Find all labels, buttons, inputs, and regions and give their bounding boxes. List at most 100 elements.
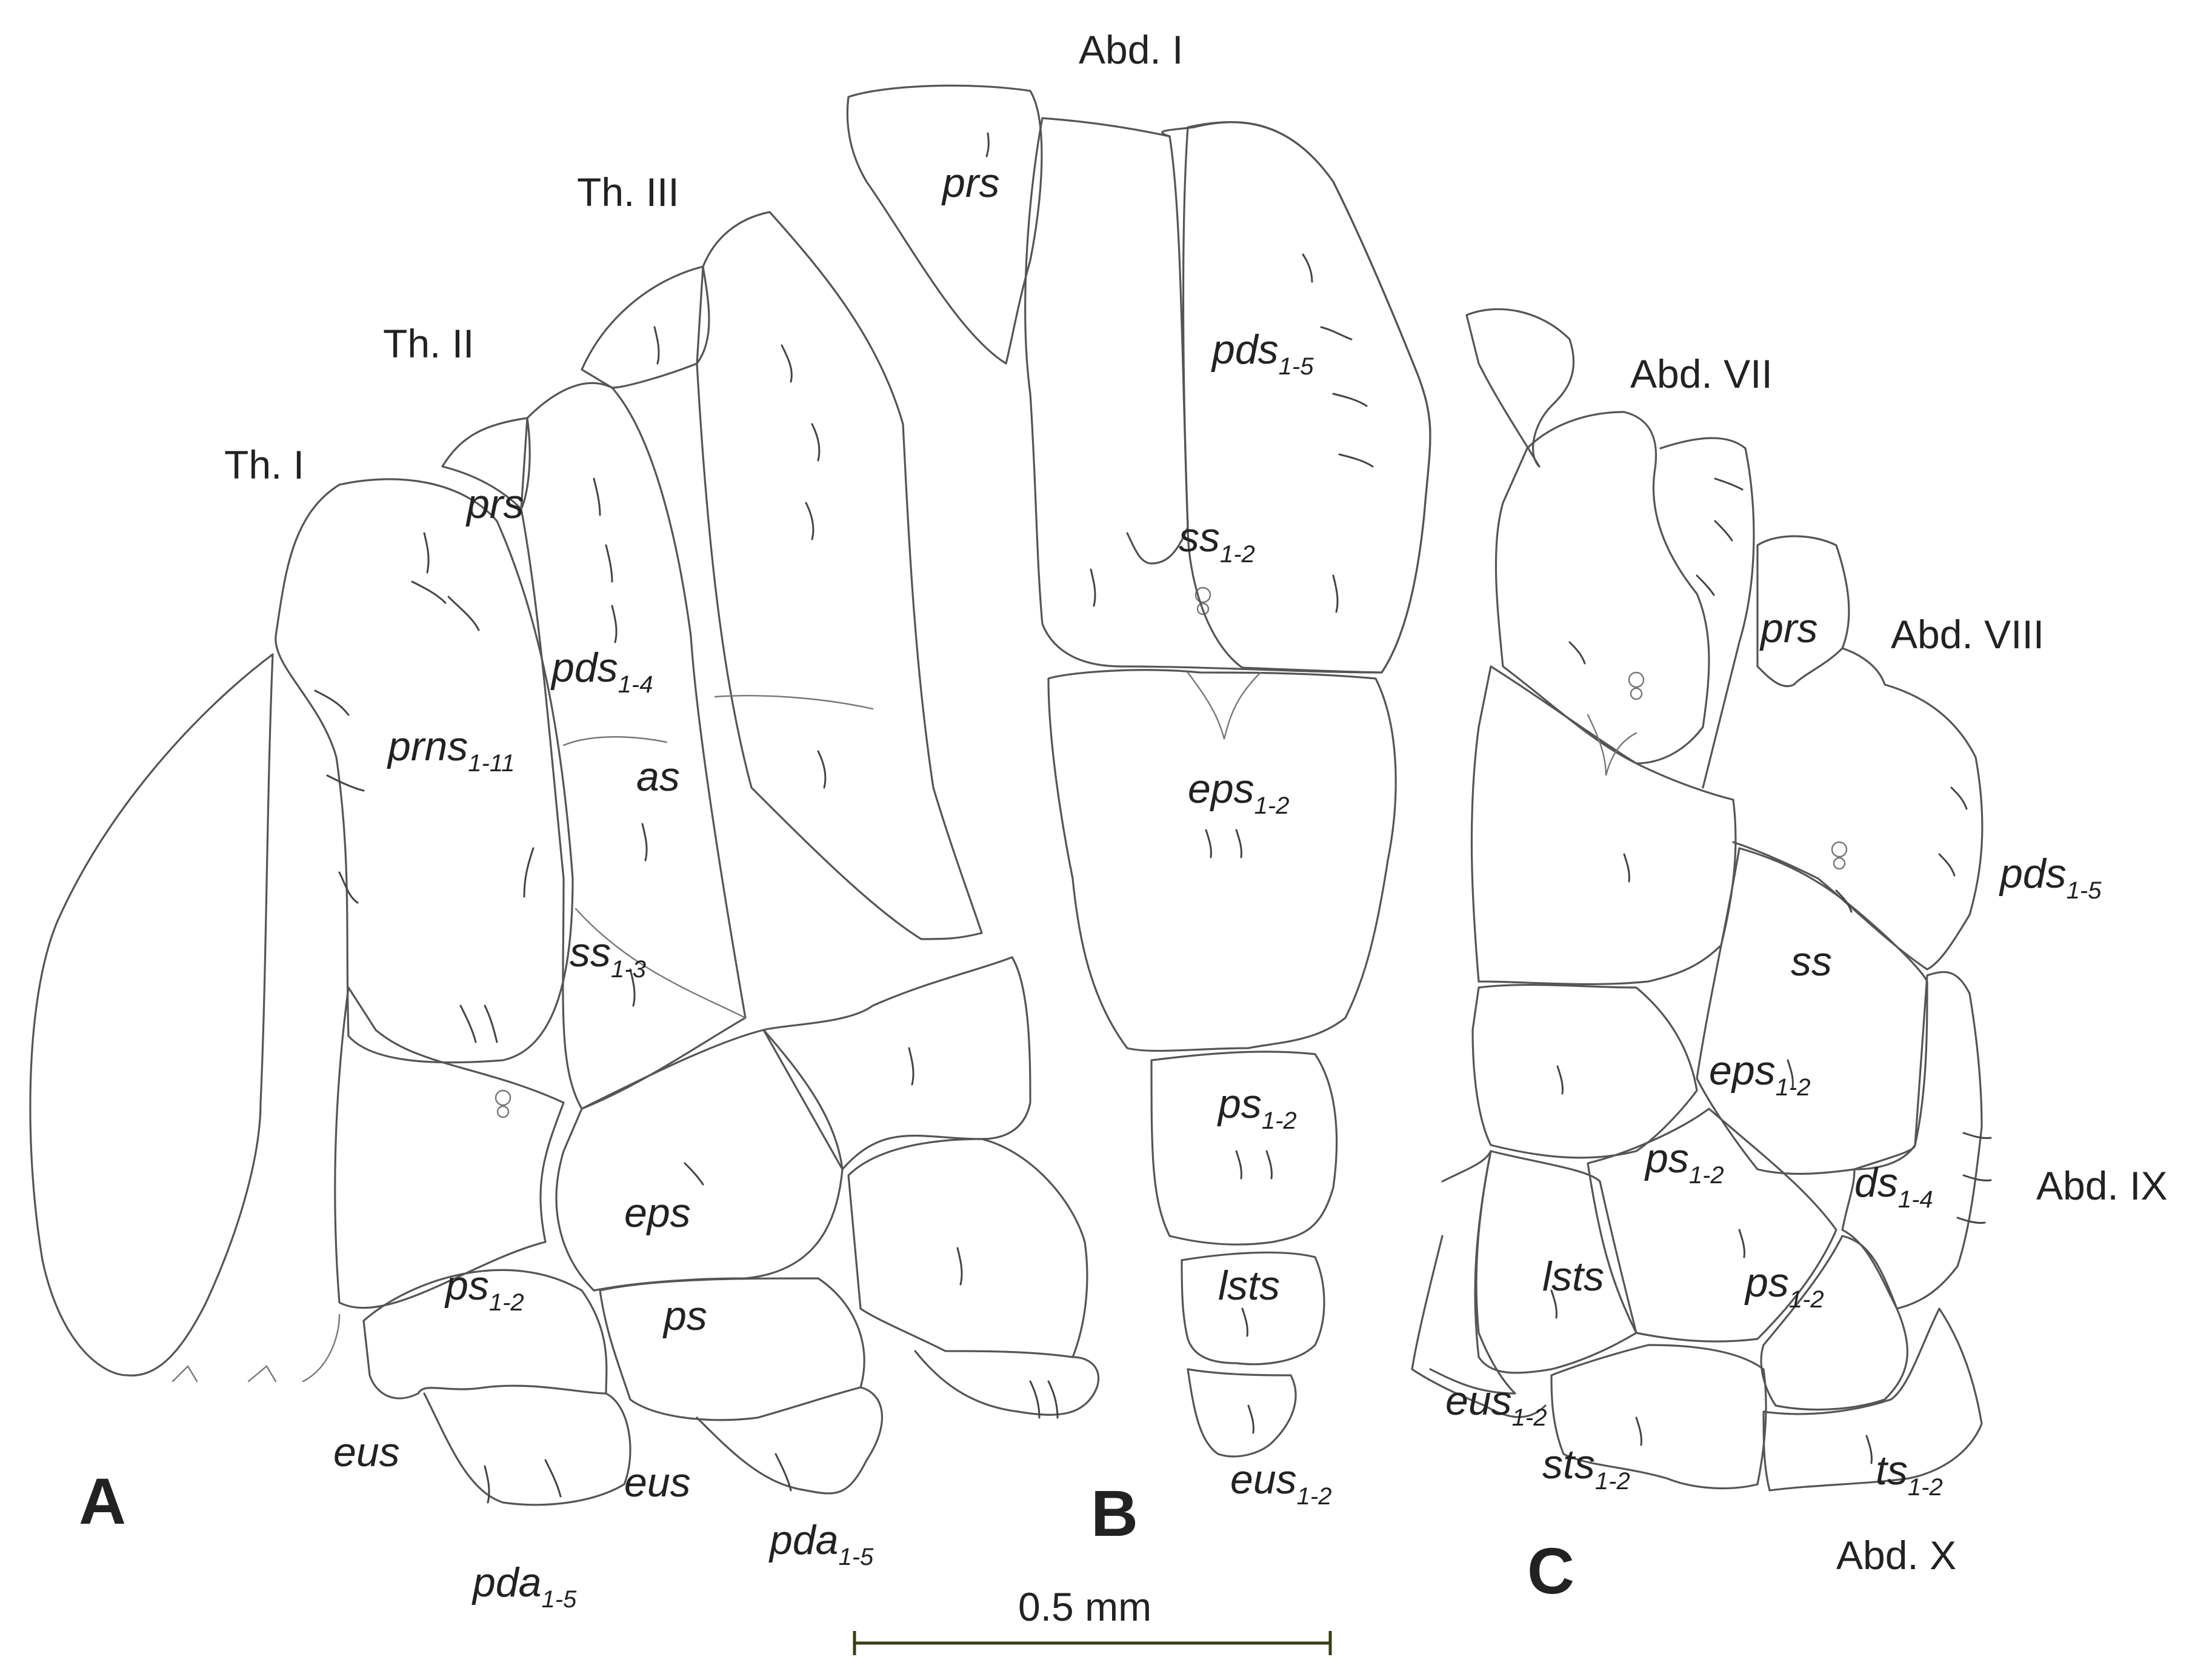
spiracle-c7-ring [1628,671,1645,688]
panel-b-outlines [846,84,1431,1458]
outline-c-tergite-vii [1470,665,1737,986]
seta-b-2 [1302,253,1313,283]
label-b-lsts: lsts [1218,1263,1280,1309]
seta-b-12 [1241,1307,1248,1337]
label-a-eps: eps [624,1190,691,1236]
outline-c-pds-vii [1659,437,1755,789]
panel-a-setae [314,326,1059,1504]
outline-c-sts [1550,1344,1767,1490]
seta-a-9 [484,1005,498,1043]
seta-c-15 [1550,1289,1557,1319]
seta-a-25 [775,1453,792,1492]
outline-th2-suture-2 [575,908,747,1019]
outline-th2-leg-base [696,1386,883,1495]
outline-th3-leg-base [914,1350,1100,1416]
seta-c-12 [1956,1217,1986,1224]
panel-a-outlines [29,211,1100,1506]
seta-c-1 [1714,477,1744,491]
outline-b-left-notum [1041,117,1189,565]
label-abd10: Abd. X [1836,1533,1956,1578]
outline-th1-pleural [362,1269,608,1400]
outline-th3-episternum [762,956,1031,1171]
seta-c-4 [1568,641,1586,665]
outline-c-ps-viii [1587,1107,1837,1343]
panel-letter-c: C [1527,1534,1574,1607]
spiracle-c8-dot [1833,857,1846,870]
label-b-eus: eus1-2 [1230,1456,1331,1510]
outline-th1-leg-base [423,1392,631,1506]
outline-th2-prescutum [441,417,531,510]
label-c-eps: eps1-2 [1709,1048,1810,1101]
label-a-eus2: eus [624,1459,691,1506]
outline-th1-pronotum [275,478,574,1064]
label-a-eus1: eus [333,1429,400,1475]
outline-c-ps-ix [1760,1235,1908,1411]
label-abd9: Abd. IX [2036,1163,2167,1208]
outline-b-episternum-notch [1187,671,1262,740]
seta-c-11 [1962,1174,1992,1181]
seta-c-8 [1835,889,1853,913]
seta-a-3 [411,580,447,604]
seta-b-9 [1235,829,1242,858]
seta-a-18 [805,502,815,540]
label-th1: Th. I [224,442,304,487]
outline-c-prescutum-vii [1465,308,1575,468]
seta-c-2 [1714,520,1733,542]
label-c-sts: sts1-2 [1542,1441,1630,1495]
label-b-eps: eps1-2 [1188,766,1289,819]
outline-c-ps-vii [1471,983,1698,1159]
seta-a-15 [653,326,660,365]
label-th3: Th. III [577,170,679,214]
seta-a-19 [817,750,827,789]
seta-b-8 [1205,829,1212,858]
panel-c-setae [1550,477,1992,1464]
seta-a-4 [314,689,350,716]
outline-c-tergite-notch [1587,714,1637,776]
seta-a-17 [811,423,821,462]
outline-a-claw-3 [302,1313,341,1383]
segment-labels: Th. I Th. II Th. III Abd. I Abd. VII Abd… [224,27,2167,1578]
seta-c-10 [1962,1132,1992,1139]
seta-c-7 [1938,853,1956,877]
outline-c-ds-ix [1841,971,1983,1310]
outline-b-notum [1024,117,1431,674]
seta-b-13 [1247,1404,1254,1434]
outline-c-eps-viii [1696,847,1928,1175]
label-c-ps-a: ps1-2 [1644,1135,1724,1189]
seta-a-24 [544,1459,562,1498]
label-th2: Th. II [383,321,474,366]
seta-a-26 [1029,1380,1041,1419]
seta-c-16 [1635,1416,1642,1446]
panel-letters: A B C [79,1464,1574,1607]
spiracle-c8-ring [1831,841,1848,858]
outline-th2-pleural [599,1277,865,1421]
label-a-pda2: pda1-5 [768,1517,874,1570]
outline-th3-pleural [847,1138,1088,1358]
outline-a-claw-1 [172,1365,198,1383]
seta-c-17 [1865,1435,1873,1464]
outline-th3-suture [714,694,874,710]
outline-b-prescutum [846,84,1043,365]
label-b-prs: prs [941,160,999,206]
chaetae-labels: prs pds1-4 prns1-11 as ss1-3 eps ps1-2 p… [333,160,2102,1613]
label-a-prs: prs [465,481,524,527]
panel-letter-a: A [79,1464,126,1538]
label-c-pds: pds1-5 [1999,851,2102,904]
label-c-eus: eus1-2 [1445,1378,1547,1431]
outline-b-pleural [1150,1051,1338,1246]
label-b-ps: ps1-2 [1217,1081,1297,1134]
spiracle-a-ring [495,1089,511,1106]
label-a-prns: prns1-11 [387,723,515,777]
seta-a-2 [447,596,480,631]
outline-th2-episternum [555,1029,844,1292]
panel-b-setae [985,132,1374,1434]
spiracle-b-dot [1196,602,1210,616]
seta-b-5 [1338,453,1374,468]
seta-c-6 [1950,786,1968,810]
spiracle-b [1194,586,1211,616]
seta-a-5 [326,774,365,792]
outline-b-eus [1187,1368,1297,1458]
seta-a-11 [605,544,613,583]
outline-c-left-lobe [1429,1150,1516,1395]
seta-a-27 [1047,1380,1059,1419]
